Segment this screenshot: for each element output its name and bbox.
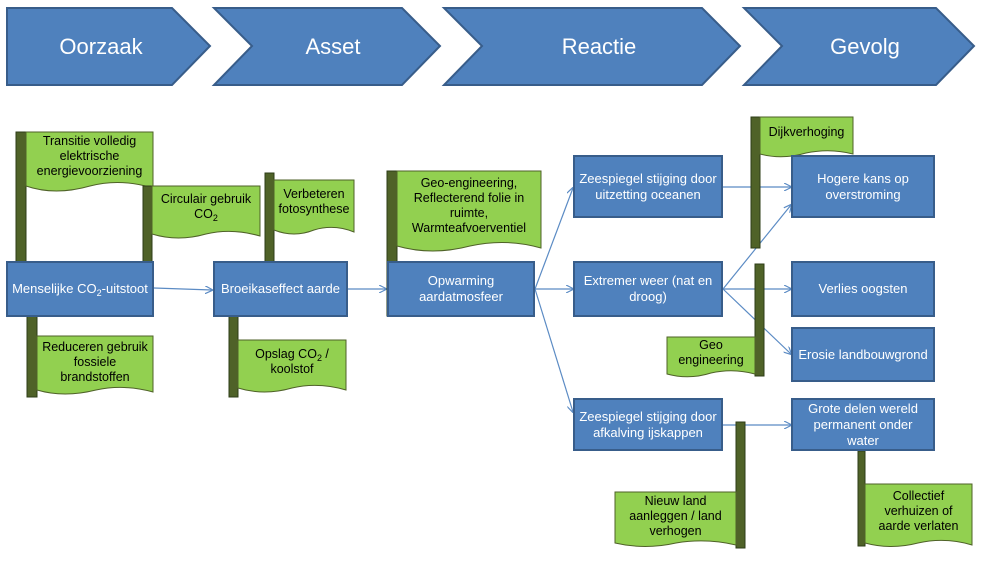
flag-pole	[857, 450, 866, 547]
flag-dijkverhoging	[750, 116, 854, 249]
flag-reduceren-text: Reduceren gebruik fossiele brandstoffen	[42, 339, 148, 384]
node-extremer-weer: Extremer weer (nat en droog)	[573, 261, 723, 317]
node-opwarming: Opwarming aardatmosfeer	[387, 261, 535, 317]
flag-pole	[735, 421, 746, 549]
flag-transitie	[15, 131, 154, 265]
flag-banner	[864, 483, 973, 547]
flag-pole	[26, 305, 38, 398]
chevron-reactie	[441, 7, 742, 86]
stage-reactie-label: Reactie	[561, 34, 637, 59]
flag-nieuw-land	[614, 421, 746, 549]
node-erosie: Erosie landbouwgrond	[791, 327, 935, 382]
arrow-opwarming-zeespiegel1	[534, 188, 573, 290]
flag-banner	[759, 116, 854, 158]
flag-pole	[750, 116, 761, 249]
header-chevrons	[6, 7, 976, 86]
flag-geo-engineering	[666, 263, 765, 378]
node-broeikaseffect: Broeikaseffect aarde	[213, 261, 348, 317]
arrow-uitstoot-broeikas	[153, 288, 212, 290]
flag-banner	[666, 336, 756, 378]
node-overstroming: Hogere kans op overstroming	[791, 155, 935, 218]
flag-pole	[754, 263, 765, 377]
stage-asset-label: Asset	[305, 34, 361, 59]
flag-geo-folie	[386, 170, 542, 317]
flag-pole	[264, 172, 275, 265]
node-zeespiegel-afkalving: Zeespiegel stijging door afkalving ijska…	[573, 398, 723, 451]
node-menselijke-uitstoot: Menselijke CO2-uitstoot	[6, 261, 154, 317]
chevron-oorzaak	[6, 7, 212, 86]
connector-arrows	[153, 187, 791, 425]
flag-collectief-text: Collectief verhuizen of aarde verlaten	[878, 488, 959, 533]
flag-transitie-text: Transitie volledig elektrische energievo…	[36, 133, 143, 178]
node-zeespiegel-uitzetting: Zeespiegel stijging door uitzetting ocea…	[573, 155, 723, 218]
flag-pole	[142, 185, 153, 265]
flag-circulair	[142, 185, 261, 265]
flag-geo-folie-text: Geo-engineering, Reflecterend folie in r…	[411, 176, 527, 235]
flag-circulair-text: Circulair gebruik CO2	[160, 192, 252, 223]
flag-fotosynthese-text: Verbeteren fotosynthese	[278, 187, 350, 216]
flag-banner	[396, 170, 542, 252]
flag-collectief	[857, 450, 973, 547]
flag-nieuw-land-text: Nieuw land aanleggen / land verhogen	[629, 493, 722, 538]
flag-banner	[237, 339, 347, 393]
flag-opslag-text: Opslag CO2 / koolstof	[255, 347, 329, 376]
node-verlies-oogsten: Verlies oogsten	[791, 261, 935, 317]
flag-banner	[273, 179, 355, 235]
flag-geo-engineering-text: Geo engineering	[678, 338, 744, 367]
flag-banner	[151, 185, 261, 239]
stage-gevolg-label: Gevolg	[830, 34, 900, 59]
flag-pole	[228, 304, 239, 398]
flag-pole	[15, 131, 27, 265]
flag-banner	[36, 335, 154, 395]
flag-banner	[614, 491, 737, 547]
node-menselijke-uitstoot-text: Menselijke CO2-uitstoot	[12, 281, 148, 298]
chevron-gevolg	[741, 7, 976, 86]
stage-oorzaak-label: Oorzaak	[59, 34, 143, 59]
arrow-opwarming-zeespiegel2	[534, 288, 573, 412]
node-grote-delen: Grote delen wereld permanent onder water	[791, 398, 935, 451]
chevron-asset	[211, 7, 442, 86]
flag-fotosynthese	[264, 172, 355, 265]
flag-dijkverhoging-text: Dijkverhoging	[768, 124, 845, 139]
